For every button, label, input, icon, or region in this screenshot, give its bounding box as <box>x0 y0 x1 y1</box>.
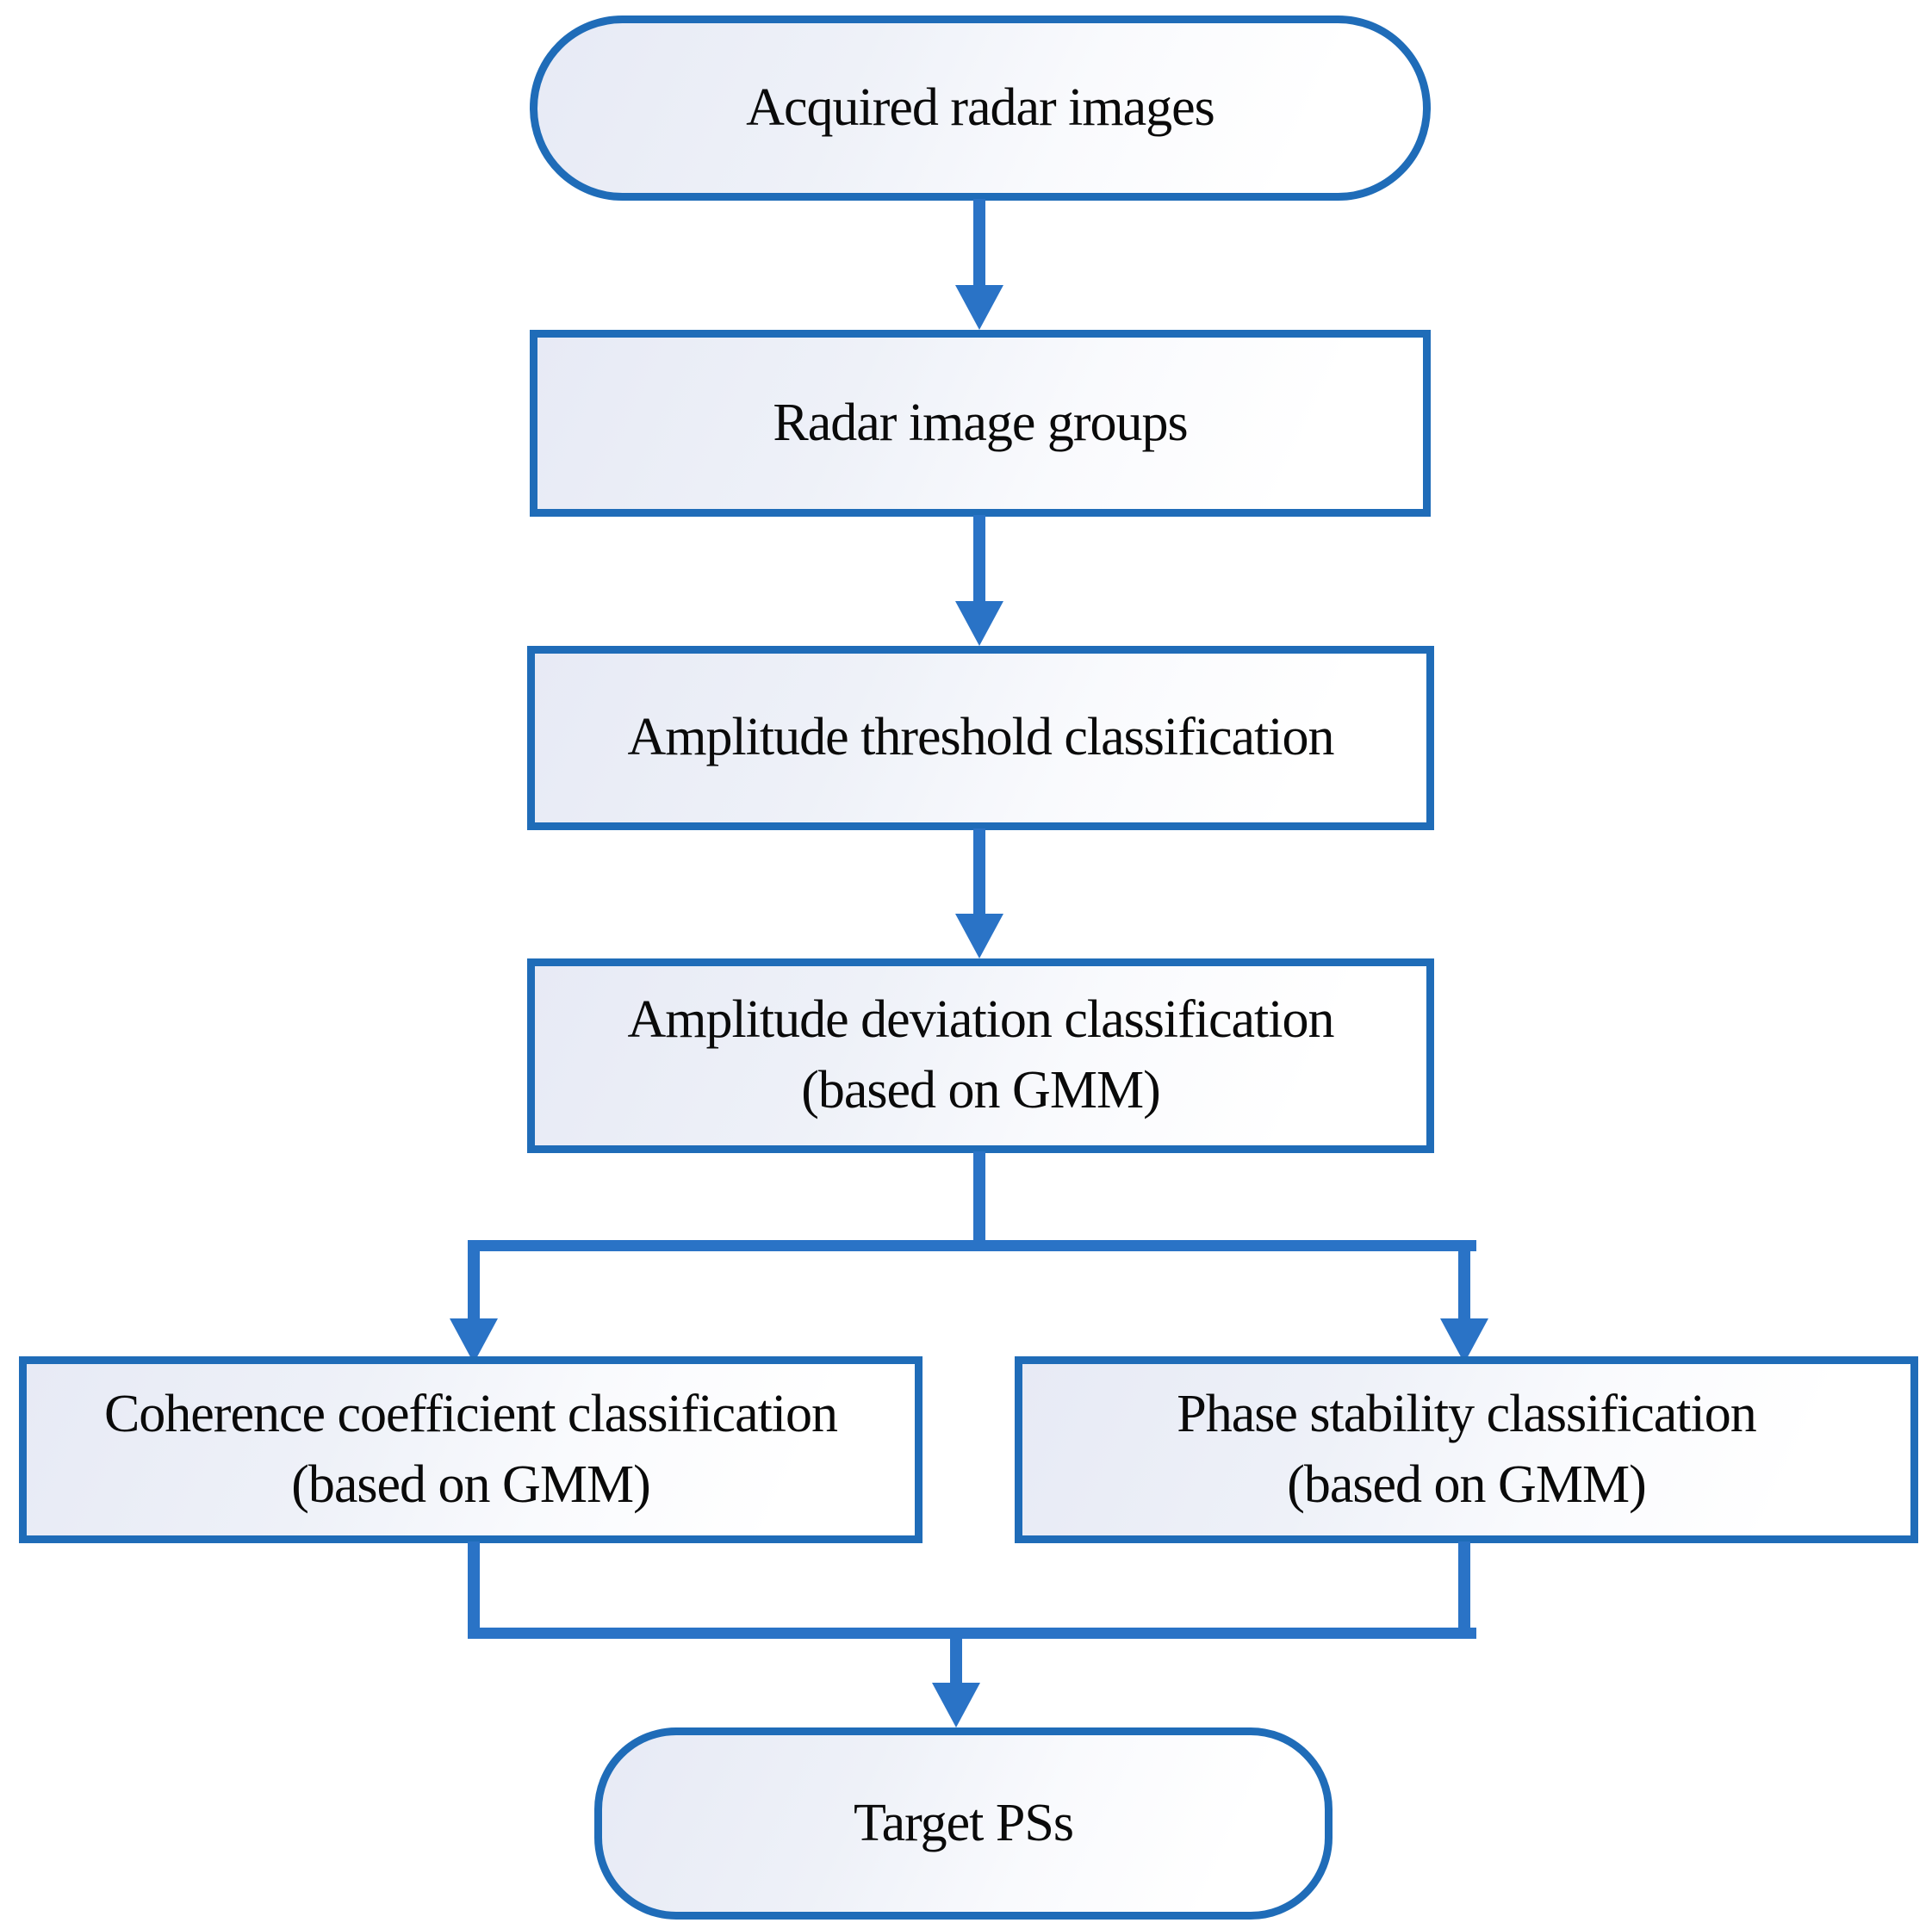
arrow-stem <box>973 199 985 287</box>
connector-stem <box>468 1541 480 1633</box>
node-target-pss: Target PSs <box>594 1727 1333 1920</box>
node-radar-image-groups: Radar image groups <box>530 330 1431 517</box>
connector-stem <box>973 1151 985 1246</box>
merge-bar <box>468 1628 1476 1639</box>
arrow-stem <box>468 1240 480 1320</box>
node-coherence-coefficient-classification: Coherence coefficient classification (ba… <box>19 1356 923 1543</box>
node-label: Acquired radar images <box>746 78 1215 137</box>
arrow-down-icon <box>450 1318 498 1363</box>
node-label: Amplitude deviation classification <box>627 990 1334 1050</box>
node-sublabel: (based on GMM) <box>291 1455 650 1514</box>
arrow-stem <box>973 515 985 603</box>
node-label: Radar image groups <box>773 393 1188 452</box>
arrow-down-icon <box>1440 1318 1488 1363</box>
node-acquired-radar-images: Acquired radar images <box>530 16 1431 201</box>
node-sublabel: (based on GMM) <box>801 1061 1160 1120</box>
node-label: Amplitude threshold classification <box>627 708 1334 767</box>
node-amplitude-deviation-classification: Amplitude deviation classification (base… <box>527 958 1434 1153</box>
node-phase-stability-classification: Phase stability classification (based on… <box>1015 1356 1918 1543</box>
arrow-down-icon <box>955 285 1003 330</box>
node-label: Phase stability classification <box>1177 1384 1757 1443</box>
node-label: Coherence coefficient classification <box>103 1384 838 1443</box>
connector-stem <box>1458 1541 1470 1633</box>
arrow-stem <box>950 1637 962 1684</box>
node-amplitude-threshold-classification: Amplitude threshold classification <box>527 646 1434 830</box>
arrow-down-icon <box>932 1683 980 1727</box>
split-bar <box>468 1240 1476 1251</box>
arrow-down-icon <box>955 601 1003 646</box>
arrow-stem <box>1458 1240 1470 1320</box>
node-label: Target PSs <box>854 1793 1074 1852</box>
node-sublabel: (based on GMM) <box>1287 1455 1646 1514</box>
arrow-stem <box>973 828 985 915</box>
arrow-down-icon <box>955 914 1003 958</box>
